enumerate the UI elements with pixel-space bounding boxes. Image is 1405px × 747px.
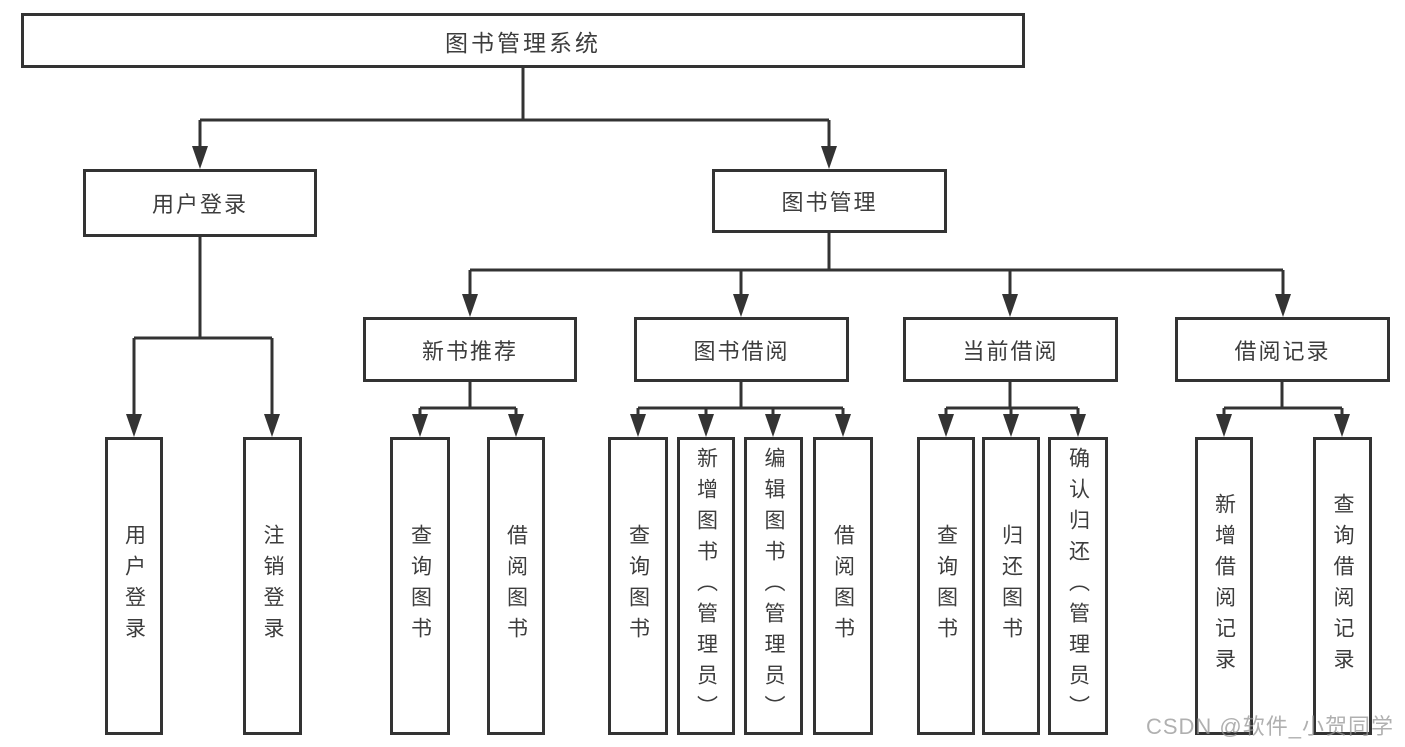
leaf-confirm-return-admin-label: 确认归还（管理员） [1066,446,1090,726]
leaf-user-login-label: 用户登录 [122,524,146,648]
leaf-borrow-books-recommend-label: 借阅图书 [504,524,528,648]
connector-book-borrowing-children [630,382,851,437]
connector-root-to-level2 [192,68,837,169]
leaf-confirm-return-admin: 确认归还（管理员） [1048,437,1108,735]
leaf-add-borrow-record-label: 新增借阅记录 [1212,493,1236,679]
connector-borrowing-records-children [1216,382,1350,437]
leaf-edit-book-admin: 编辑图书（管理员） [744,437,803,735]
leaf-borrow-books-borrowing: 借阅图书 [813,437,873,735]
leaf-query-books-current: 查询图书 [917,437,975,735]
connector-book-management-children [462,233,1291,317]
leaf-query-borrow-record-label: 查询借阅记录 [1331,493,1354,679]
node-user-login: 用户登录 [83,169,317,237]
leaf-user-login: 用户登录 [105,437,163,735]
leaf-query-books-current-label: 查询图书 [934,524,958,648]
connector-user-login-children [126,237,280,437]
node-book-borrowing: 图书借阅 [634,317,849,382]
csdn-watermark: CSDN @软件_小贺同学 [1145,714,1394,739]
leaf-query-books-recommend: 查询图书 [390,437,450,735]
connector-new-book-recommend-children [412,382,524,437]
leaf-borrow-books-borrowing-label: 借阅图书 [831,524,855,648]
node-new-book-recommend: 新书推荐 [363,317,577,382]
leaf-query-borrow-record: 查询借阅记录 [1313,437,1372,735]
node-library-system: 图书管理系统 [21,13,1025,68]
node-current-borrowing: 当前借阅 [903,317,1118,382]
leaf-return-books: 归还图书 [982,437,1040,735]
leaf-logout-label: 注销登录 [261,524,284,648]
leaf-add-book-admin-label: 新增图书（管理员） [694,446,718,726]
leaf-edit-book-admin-label: 编辑图书（管理员） [762,446,785,726]
leaf-add-borrow-record: 新增借阅记录 [1195,437,1253,735]
leaf-query-books-borrowing: 查询图书 [608,437,668,735]
node-book-management: 图书管理 [712,169,947,233]
connector-current-borrowing-children [938,382,1086,437]
node-borrowing-records: 借阅记录 [1175,317,1390,382]
leaf-borrow-books-recommend: 借阅图书 [487,437,545,735]
leaf-add-book-admin: 新增图书（管理员） [677,437,735,735]
leaf-query-books-borrowing-label: 查询图书 [626,524,650,648]
leaf-logout: 注销登录 [243,437,302,735]
leaf-query-books-recommend-label: 查询图书 [408,524,432,648]
leaf-return-books-label: 归还图书 [999,524,1023,648]
